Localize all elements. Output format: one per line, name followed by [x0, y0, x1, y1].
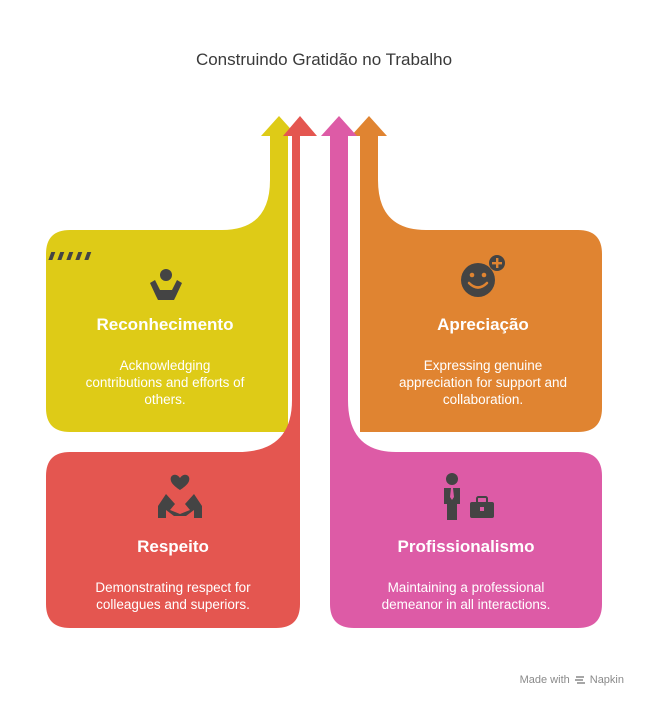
businessman-briefcase-icon [444, 473, 494, 520]
card-reconhecimento: Reconhecimento Acknowledging contributio… [46, 315, 284, 408]
footer: Made with Napkin [520, 674, 624, 686]
respeito-shape [46, 116, 317, 628]
card-respeito: Respeito Demonstrating respect for colle… [46, 537, 300, 613]
napkin-brand: Napkin [589, 674, 624, 686]
card-description: Expressing genuine appreciation for supp… [398, 358, 568, 407]
card-profissionalismo: Profissionalismo Maintaining a professio… [330, 537, 602, 613]
card-description: Demonstrating respect for colleagues and… [95, 580, 251, 612]
profissionalismo-shape [321, 116, 602, 628]
card-title: Reconhecimento [96, 315, 234, 334]
card-title: Profissionalismo [397, 537, 535, 556]
card-apreciacao: Apreciação Expressing genuine appreciati… [364, 315, 602, 408]
card-title: Respeito [137, 537, 209, 556]
smiley-plus-icon [461, 255, 505, 297]
made-with-label: Made with [519, 674, 570, 686]
card-title: Apreciação [437, 315, 529, 334]
card-description: Maintaining a professional demeanor in a… [381, 580, 551, 612]
cheering-person-icon [48, 252, 182, 300]
handshake-heart-icon [158, 474, 202, 518]
card-description: Acknowledging contributions and efforts … [85, 358, 245, 407]
diagram-title: Construindo Gratidão no Trabalho [195, 50, 453, 69]
respeito-stem [292, 136, 300, 440]
napkin-logo-icon [574, 676, 585, 684]
